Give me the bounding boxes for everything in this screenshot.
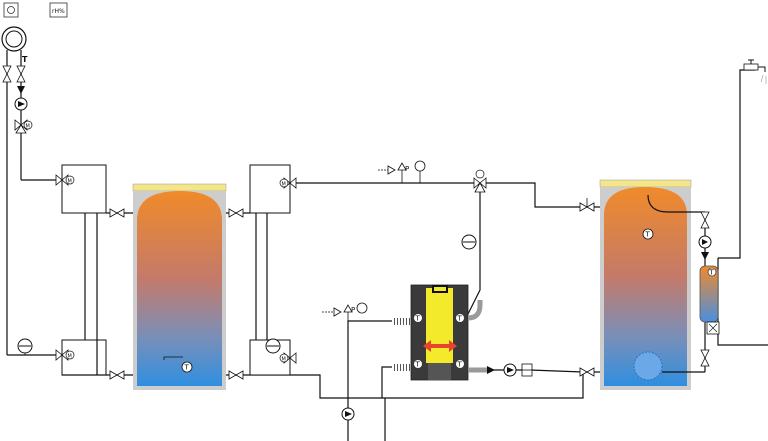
three-way-valve-icon: [473, 169, 487, 193]
pressure-label: P: [405, 165, 409, 173]
valve-icon: [228, 208, 244, 218]
svg-text:M: M: [68, 179, 72, 185]
svg-text:M: M: [282, 357, 286, 363]
three-way-valve-icon: M: [55, 174, 75, 186]
pressure-gauge-icon: [414, 160, 426, 183]
valve-icon: [2, 65, 12, 83]
left-riser-pipes: [6, 50, 62, 356]
temp-label: T: [22, 55, 28, 64]
heat-transfer-arrow: [423, 340, 457, 352]
dhw-tank-right: [599, 179, 692, 390]
thermometer-icon: [17, 338, 33, 355]
temp-sensor-marker: T: [22, 55, 28, 64]
valve-icon: [109, 370, 125, 380]
svg-text:T: T: [415, 315, 421, 323]
check-valve-icon: [701, 252, 709, 260]
svg-text:T: T: [457, 361, 463, 369]
thermometer-icon: [461, 234, 477, 250]
safety-valve-icon: P: [322, 304, 355, 321]
three-way-valve-icon: M: [55, 349, 75, 361]
outdoor-unit-icon: [1, 26, 27, 52]
safety-valve-icon: P: [378, 162, 409, 183]
pump-icon: [14, 97, 28, 111]
main-supply-line: [296, 182, 600, 208]
svg-text:T: T: [415, 361, 421, 369]
expansion-vessel-icon: [521, 363, 533, 377]
valve-icon: [109, 208, 125, 218]
hydraulic-separator-left: [61, 164, 107, 376]
thermometer-icon: [265, 338, 281, 354]
expansion-vessel-icon: [706, 321, 720, 335]
svg-text:T: T: [457, 315, 463, 323]
tank-sensor-right: T: [642, 228, 654, 240]
mixer-label: M: [26, 124, 30, 130]
pressure-gauge-icon: [356, 302, 368, 314]
three-way-valve-icon: M: [279, 352, 297, 364]
valve-icon: [16, 65, 26, 83]
plate-heat-exchanger: T: [699, 265, 719, 323]
pump-icon: [698, 235, 712, 249]
pump-icon: [503, 363, 517, 377]
svg-text:T: T: [645, 231, 651, 239]
pump-icon: [341, 407, 355, 421]
boiler-sensors: T T T T: [414, 314, 464, 369]
valve-icon: [228, 370, 244, 380]
tank-sensor-left: T: [163, 356, 193, 373]
valve-icon: [700, 349, 710, 367]
buffer-tank-left: [132, 183, 227, 390]
dhw-internal-pipe: [647, 194, 705, 373]
svg-text:M: M: [282, 182, 286, 188]
humidity-sensor-icon: rH%: [49, 2, 68, 18]
valve-icon: [579, 198, 595, 212]
room-sensor-icon: [3, 2, 19, 18]
valve-icon: [700, 211, 710, 229]
svg-text:T: T: [184, 364, 190, 372]
svg-text:P: P: [351, 306, 355, 314]
flexible-connector-icon: [392, 318, 411, 371]
svg-text:M: M: [68, 354, 72, 360]
humidity-label: rH%: [52, 8, 65, 15]
check-valve-icon: [17, 86, 25, 94]
faucet-icon: [743, 59, 767, 84]
three-way-valve-icon: M: [279, 177, 297, 189]
valve-icon: [579, 367, 595, 377]
check-valve-icon: [487, 366, 495, 374]
boiler-outlet-pipes: [467, 300, 490, 373]
svg-text:T: T: [709, 269, 715, 277]
boiler-supply-riser: [464, 192, 481, 321]
three-way-valve-icon: M: [14, 119, 33, 134]
